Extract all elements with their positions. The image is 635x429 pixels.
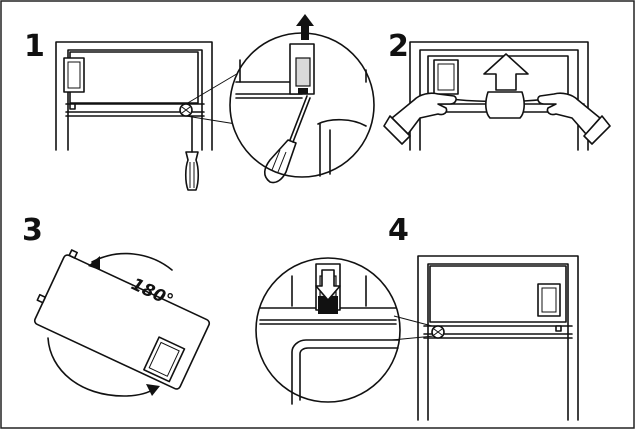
up-arrow-icon bbox=[296, 14, 314, 40]
down-arrow-icon bbox=[315, 269, 341, 301]
step-3-number: 3 bbox=[22, 213, 43, 248]
step-1-number: 1 bbox=[24, 29, 45, 64]
step-4-zoom-connector bbox=[391, 315, 435, 341]
step-4-number: 4 bbox=[388, 213, 409, 248]
step-4-fridge bbox=[417, 255, 579, 421]
step-1-zoom-circle bbox=[229, 14, 375, 184]
step-3-rotated-cover bbox=[33, 249, 211, 390]
rotation-arrows bbox=[47, 252, 173, 397]
step-1-fridge bbox=[55, 41, 213, 151]
step-4-zoom-circle bbox=[255, 257, 401, 405]
step-2-left-hand-icon bbox=[383, 92, 457, 145]
step-1-screwdriver-small bbox=[184, 116, 200, 191]
step-2-number: 2 bbox=[388, 29, 409, 64]
step-2-right-hand-icon bbox=[537, 92, 611, 145]
step-2-up-arrow-icon bbox=[483, 53, 529, 119]
step-1-zoom-connector bbox=[185, 71, 241, 125]
